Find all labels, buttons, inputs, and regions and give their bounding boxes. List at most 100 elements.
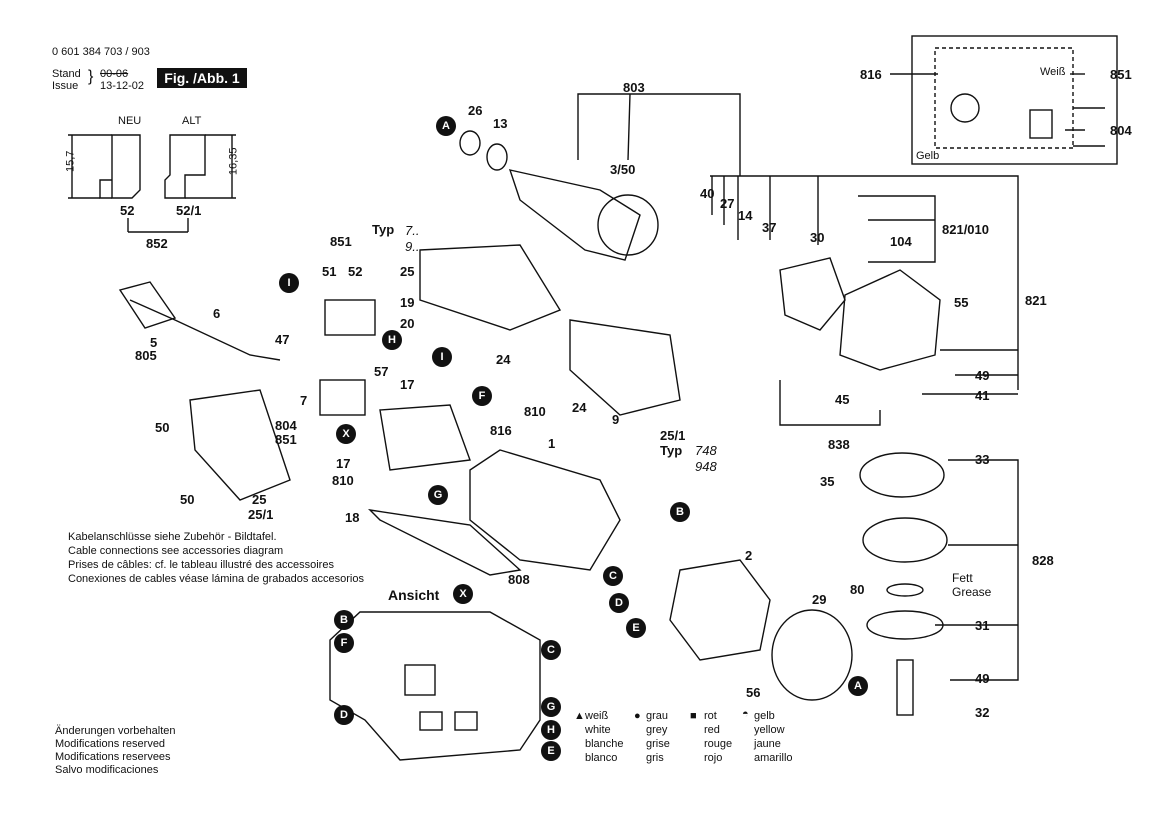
badge-g-view: G: [541, 697, 561, 717]
dot-icon: ●: [634, 710, 641, 722]
part-20: 20: [400, 316, 415, 331]
ansicht-label: Ansicht: [388, 587, 440, 603]
badge-g: G: [428, 485, 448, 505]
badge-d: D: [609, 593, 629, 613]
part-49-top: 49: [975, 368, 990, 383]
part-55: 55: [954, 295, 969, 310]
part-40: 40: [700, 186, 715, 201]
mods-1: Modifications reserved: [55, 738, 166, 750]
part-27: 27: [720, 196, 735, 211]
part-24-bottom: 24: [572, 400, 587, 415]
part-838: 838: [828, 437, 850, 452]
part-56: 56: [746, 685, 761, 700]
neu-label: NEU: [118, 115, 142, 127]
legend-white-3: blanco: [585, 752, 618, 764]
part-803: 803: [623, 80, 645, 95]
part-31: 31: [975, 618, 990, 633]
legend-grey-3: gris: [646, 752, 664, 764]
badge-a-bottom: A: [848, 676, 868, 696]
brace-glyph: }: [88, 68, 94, 85]
part-30: 30: [810, 230, 825, 245]
part-80: 80: [850, 582, 865, 597]
cable-note-0: Kabelanschlüsse siehe Zubehör - Bildtafe…: [68, 531, 277, 543]
part-17-top: 17: [400, 377, 415, 392]
legend-white-1: white: [585, 724, 611, 736]
mods-2: Modifications reservees: [55, 751, 171, 763]
part-851-top: 851: [1110, 67, 1132, 82]
badge-x-ansicht: X: [453, 584, 473, 604]
badge-c-view: C: [541, 640, 561, 660]
cable-note-3: Conexiones de cables véase lámina de gra…: [68, 573, 364, 585]
triangle-icon: ▲: [574, 710, 585, 722]
typ2-val-0: 748: [695, 443, 717, 458]
badge-e: E: [626, 618, 646, 638]
square-icon: ■: [690, 710, 697, 722]
legend-yellow-3: amarillo: [754, 752, 793, 764]
part-35: 35: [820, 474, 835, 489]
badge-e-view: E: [541, 741, 561, 761]
part-804-mid: 804: [275, 418, 297, 433]
legend-white-0: weiß: [585, 710, 609, 722]
badge-i-switch: I: [279, 273, 299, 293]
part-25-1-typ: 25/1: [660, 428, 686, 443]
gear-housing-shape: [839, 269, 941, 371]
part-804-top: 804: [1110, 123, 1132, 138]
legend-yellow-1: yellow: [754, 724, 785, 736]
badge-f-cable: F: [472, 386, 492, 406]
part-810-top: 810: [524, 404, 546, 419]
part-52-switch: 52: [348, 264, 363, 279]
part-33: 33: [975, 452, 990, 467]
badge-h-switch: H: [382, 330, 402, 350]
part-25-top: 25: [400, 264, 415, 279]
part-29: 29: [812, 592, 827, 607]
typ2-val-1: 948: [695, 459, 717, 474]
part-25-1-bottom: 25/1: [248, 507, 274, 522]
badge-d-view: D: [334, 705, 354, 725]
part-821: 821: [1025, 293, 1047, 308]
legend-red-3: rojo: [704, 752, 723, 764]
part-3-50: 3/50: [610, 162, 636, 177]
part-821-010: 821/010: [942, 222, 989, 237]
legend-white-2: blanche: [585, 738, 624, 750]
housing-half-left: [419, 244, 562, 331]
part-852: 852: [146, 236, 168, 251]
part-1: 1: [548, 436, 556, 451]
figure-label: Fig. /Abb. 1: [157, 68, 247, 88]
legend-grey-1: grey: [646, 724, 668, 736]
legend-red-2: rouge: [704, 738, 733, 750]
badge-i-cable: I: [432, 347, 452, 367]
legend-grey-2: grise: [646, 738, 670, 750]
date-new: 13-12-02: [100, 80, 145, 92]
weiss-label: Weiß: [1040, 66, 1066, 78]
part-816-mid: 816: [490, 423, 512, 438]
badge-b: B: [670, 502, 690, 522]
field-coil-shape: [669, 559, 771, 661]
part-37: 37: [762, 220, 777, 235]
part-851-switch: 851: [330, 234, 352, 249]
part-104: 104: [890, 234, 912, 249]
badge-a-top: A: [436, 116, 456, 136]
legend-red-1: red: [704, 724, 720, 736]
part-57: 57: [374, 364, 389, 379]
part-25-bottom: 25: [252, 492, 267, 507]
part-24-top: 24: [496, 352, 511, 367]
part-41: 41: [975, 388, 990, 403]
cable-note-2: Prises de câbles: cf. le tableau illustr…: [68, 559, 334, 571]
wiring-schematic-frame: [911, 35, 1118, 165]
part-9: 9: [612, 412, 620, 427]
badge-x: X: [336, 424, 356, 444]
part-19: 19: [400, 295, 415, 310]
part-13: 13: [493, 116, 508, 131]
typ-label-1: Typ: [372, 222, 395, 237]
half-circle-icon: ◓: [742, 708, 749, 720]
badge-f-view: F: [334, 633, 354, 653]
alt-label: ALT: [182, 115, 202, 127]
part-45: 45: [835, 392, 850, 407]
legend-red-0: rot: [704, 710, 717, 722]
badge-h-view: H: [541, 720, 561, 740]
armature-shape: [508, 169, 641, 261]
fett-label: Fett: [952, 571, 973, 585]
part-17-bottom: 17: [336, 456, 351, 471]
stand-label: Stand: [52, 68, 81, 80]
